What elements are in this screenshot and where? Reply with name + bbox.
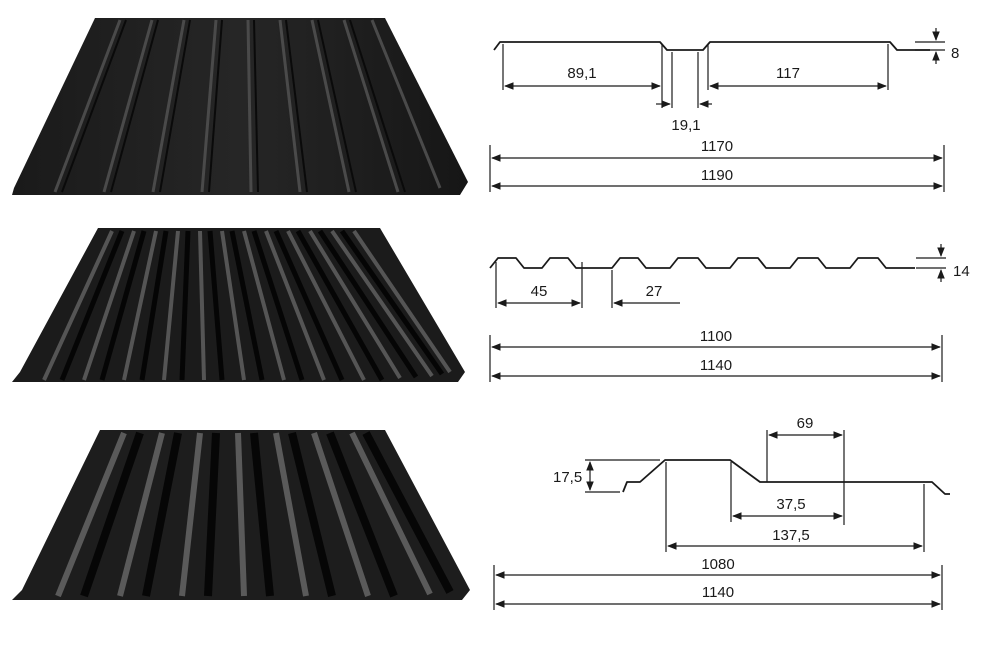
sheet-image-c8 [12, 18, 468, 195]
profile-line-c20 [622, 459, 950, 495]
dim-c14-useful-width: 1100 [700, 328, 732, 345]
dim-c8-useful-width: 1170 [701, 138, 733, 155]
profile-line-c14 [489, 257, 915, 269]
dim-c20-useful-width: 1080 [701, 556, 734, 573]
dim-c8-height: 8 [951, 45, 959, 62]
sheet-image-c14 [12, 228, 465, 382]
dim-c20-top-width: 69 [797, 415, 814, 432]
dim-c8-gap: 19,1 [671, 117, 700, 134]
dim-c8-pitch: 117 [776, 65, 800, 82]
dim-c20-full-width: 1140 [702, 584, 734, 601]
profile-drawing-c8: 89,1 117 19,1 8 1170 1190 [489, 28, 959, 192]
dim-c20-height: 17,5 [553, 469, 582, 486]
dim-c20-pitch: 137,5 [772, 527, 810, 544]
sheet-image-c20 [12, 430, 470, 600]
dim-c8-full-width: 1190 [701, 167, 733, 184]
dim-c14-top-width: 45 [531, 283, 548, 300]
dim-c8-top-width: 89,1 [567, 65, 596, 82]
profile-drawing-c14: 45 27 14 1100 1140 [489, 244, 970, 382]
dim-c14-bottom-width: 27 [646, 283, 663, 300]
dim-c14-height: 14 [953, 263, 970, 280]
profile-drawing-c20: 17,5 69 37,5 137,5 1080 1140 [493, 415, 950, 610]
profile-line-c8 [493, 41, 930, 51]
dim-c20-bottom-width: 37,5 [776, 496, 805, 513]
dim-c14-full-width: 1140 [700, 357, 732, 374]
